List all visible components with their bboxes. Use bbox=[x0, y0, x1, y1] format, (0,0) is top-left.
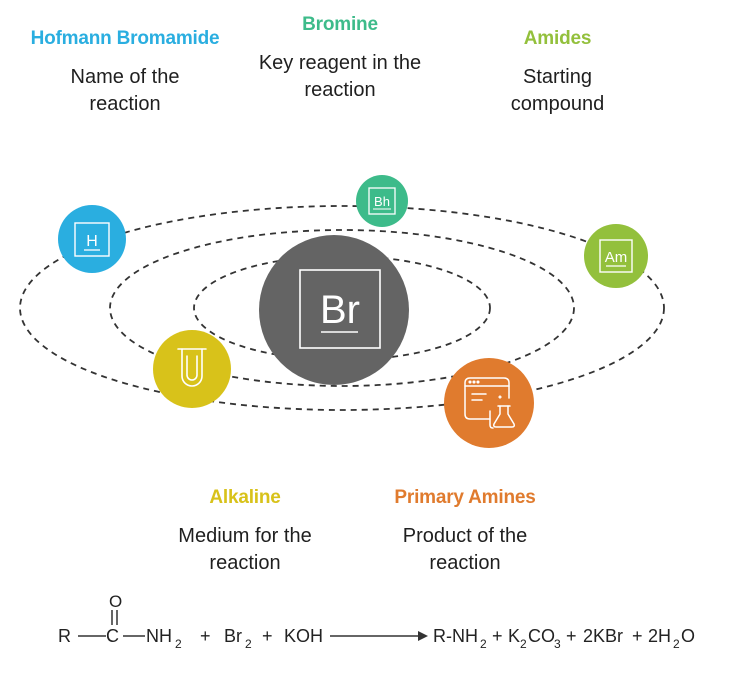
label-bromine-title: Bromine bbox=[302, 14, 378, 35]
label-hofmann-title: Hofmann Bromamide bbox=[30, 28, 220, 49]
eq-plus-1: + bbox=[200, 626, 211, 646]
label-primary-amines-title: Primary Amines bbox=[394, 487, 536, 508]
center-element-tile-icon: Br bbox=[299, 269, 381, 349]
node-bromine: Bh bbox=[356, 175, 408, 227]
eq-koh: KOH bbox=[284, 626, 323, 646]
label-amides-title: Amides bbox=[523, 28, 592, 49]
eq-nh-sub: 2 bbox=[175, 637, 182, 651]
eq-carbon: C bbox=[106, 626, 119, 646]
eq-r: R bbox=[58, 626, 71, 646]
eq-o: O bbox=[681, 626, 695, 646]
test-tube-icon bbox=[177, 348, 207, 387]
node-hofmann-symbol: H bbox=[86, 233, 98, 250]
eq-rnh-sub: 2 bbox=[480, 637, 487, 651]
label-alkaline-title: Alkaline bbox=[209, 487, 281, 508]
reaction-arrow bbox=[330, 631, 428, 641]
eq-k-sub: 2 bbox=[520, 637, 527, 651]
chemical-equation: O R C NH 2 + Br 2 + KOH R-NH 2 + K 2 CO … bbox=[58, 592, 695, 651]
element-tile-icon: H bbox=[74, 222, 110, 257]
eq-plus-3: + bbox=[492, 626, 503, 646]
center-symbol: Br bbox=[320, 288, 360, 332]
eq-plus-2: + bbox=[262, 626, 273, 646]
lab-flask-window-icon bbox=[464, 377, 515, 429]
orbit-middle bbox=[109, 229, 575, 387]
eq-co-sub: 3 bbox=[554, 637, 561, 651]
eq-h: 2H bbox=[648, 626, 671, 646]
eq-co: CO bbox=[528, 626, 555, 646]
node-bromine-symbol: Bh bbox=[374, 194, 390, 209]
eq-br-sub: 2 bbox=[245, 637, 252, 651]
eq-rnh: R-NH bbox=[433, 626, 478, 646]
eq-oxygen: O bbox=[109, 592, 122, 611]
node-amides: Am bbox=[584, 224, 648, 288]
node-amides-symbol: Am bbox=[605, 249, 628, 266]
node-primary-amines bbox=[444, 358, 534, 448]
node-hofmann: H bbox=[58, 205, 126, 273]
equation-bonds bbox=[78, 610, 145, 637]
eq-br: Br bbox=[224, 626, 242, 646]
element-tile-icon: Am bbox=[599, 239, 633, 273]
node-alkaline bbox=[153, 330, 231, 408]
eq-nh: NH bbox=[146, 626, 172, 646]
eq-k: K bbox=[508, 626, 520, 646]
orbit-outer bbox=[19, 205, 665, 411]
eq-kbr: 2KBr bbox=[583, 626, 623, 646]
element-tile-icon: Bh bbox=[368, 187, 396, 215]
eq-plus-5: + bbox=[632, 626, 643, 646]
eq-plus-4: + bbox=[566, 626, 577, 646]
eq-h-sub: 2 bbox=[673, 637, 680, 651]
